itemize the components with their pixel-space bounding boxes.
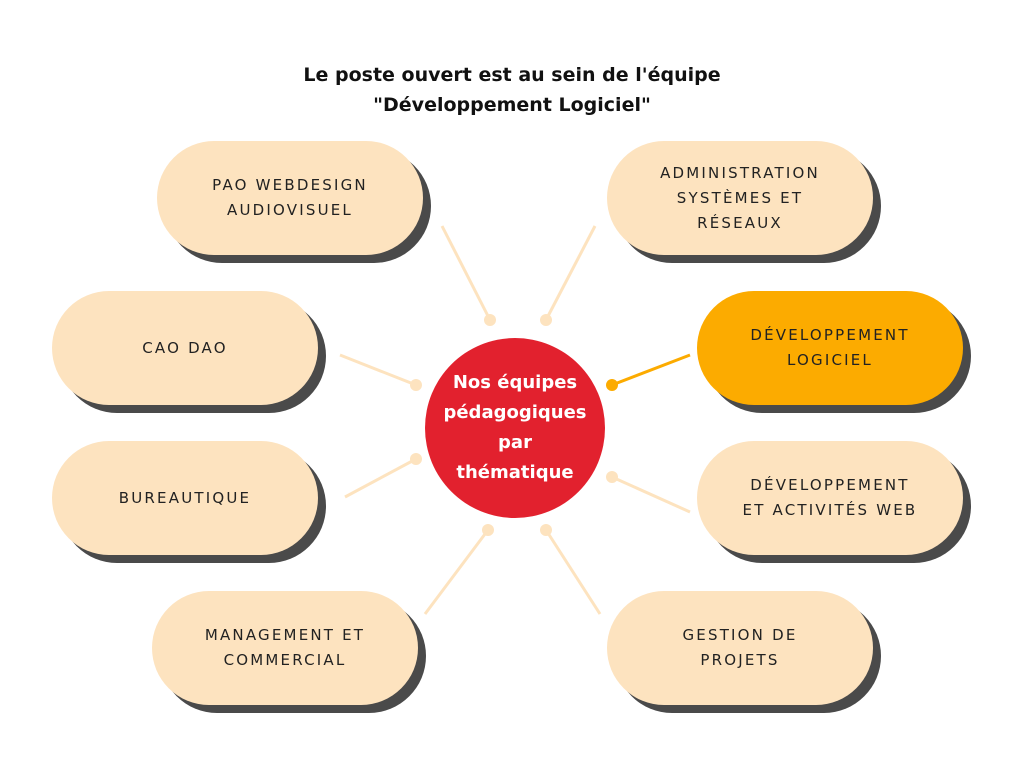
connector-cao [339, 353, 422, 391]
team-node-gestion-de-projets[interactable]: GESTION DE PROJETS [607, 591, 873, 705]
team-label: DÉVELOPPEMENT ET ACTIVITÉS WEB [742, 476, 918, 519]
team-label: PAO WEBDESIGN AUDIOVISUEL [212, 176, 368, 219]
title-line-2: "Développement Logiciel" [373, 94, 651, 116]
team-label: CAO DAO [142, 338, 228, 357]
team-label: BUREAUTIQUE [118, 488, 252, 507]
connector-devweb [606, 471, 691, 514]
connector-gestion [540, 524, 602, 615]
team-node-bureautique[interactable]: BUREAUTIQUE [52, 441, 318, 555]
connector-pao [440, 225, 496, 326]
connector-bureau [344, 453, 422, 499]
team-node-developpement-logiciel[interactable]: DÉVELOPPEMENT LOGICIEL [697, 291, 963, 405]
team-node-cao-dao[interactable]: CAO DAO [52, 291, 318, 405]
team-node-developpement-activites-web[interactable]: DÉVELOPPEMENT ET ACTIVITÉS WEB [697, 441, 963, 555]
team-label: DÉVELOPPEMENT LOGICIEL [750, 326, 910, 369]
hub-label: Nos équipes pédagogiques par thématique [443, 372, 587, 483]
team-node-administration-systemes-reseaux[interactable]: ADMINISTRATION SYSTÈMES ET RÉSEAUX [607, 141, 873, 255]
team-node-pao-webdesign-audiovisuel[interactable]: PAO WEBDESIGN AUDIOVISUEL [157, 141, 423, 255]
diagram-title: Le poste ouvert est au sein de l'équipe … [212, 60, 812, 120]
team-label: MANAGEMENT ET COMMERCIAL [204, 626, 366, 669]
team-label: GESTION DE PROJETS [682, 626, 798, 669]
team-label: ADMINISTRATION SYSTÈMES ET RÉSEAUX [660, 163, 820, 232]
hub-circle: Nos équipes pédagogiques par thématique [425, 338, 605, 518]
team-node-management-commercial[interactable]: MANAGEMENT ET COMMERCIAL [152, 591, 418, 705]
connector-admin [540, 225, 597, 326]
connector-mgmt [423, 524, 494, 615]
title-line-1: Le poste ouvert est au sein de l'équipe [303, 64, 721, 86]
connector-devlog [606, 353, 691, 391]
